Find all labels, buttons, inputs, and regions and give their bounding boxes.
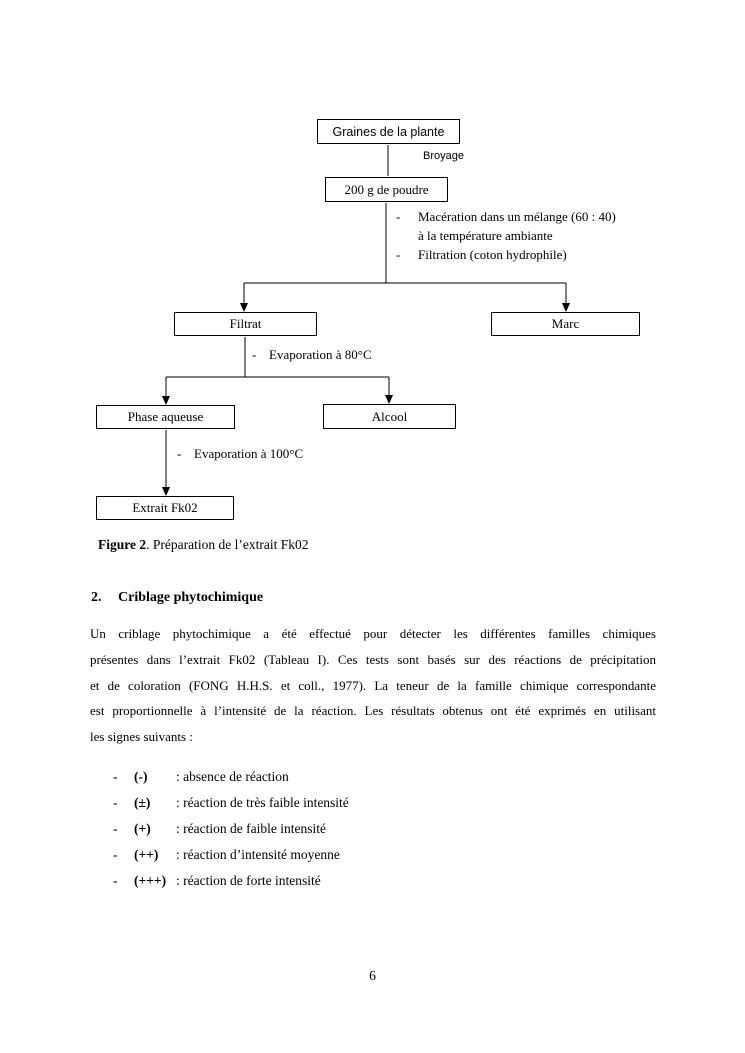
annotation-text: Evaporation à 100°C bbox=[194, 446, 304, 461]
paragraph-line: les signes suivants : bbox=[90, 729, 193, 745]
flowchart-node-marc: Marc bbox=[491, 312, 640, 336]
paragraph-line: présentes dans l’extrait Fk02 (Tableau I… bbox=[90, 651, 656, 667]
figure-caption-label: Figure 2 bbox=[98, 537, 147, 552]
flowchart-node-filtrat: Filtrat bbox=[174, 312, 317, 336]
legend-sign: (++) bbox=[134, 847, 159, 862]
list-item: - (+++) : réaction de forte intensité bbox=[113, 868, 349, 894]
legend-list: - (-) : absence de réaction - (±) : réac… bbox=[113, 764, 349, 894]
legend-description: : réaction de faible intensité bbox=[176, 821, 326, 836]
annotation-text: à la température ambiante bbox=[418, 228, 553, 243]
evaporation-100-label: - Evaporation à 100°C bbox=[177, 446, 303, 462]
evaporation-80-label: - Evaporation à 80°C bbox=[252, 347, 372, 363]
bullet-dash: - bbox=[113, 821, 118, 836]
annotation-text: Macération dans un mélange (60 : 40) bbox=[418, 209, 616, 224]
bullet-dash: - bbox=[252, 347, 257, 362]
legend-sign: (+++) bbox=[134, 873, 167, 888]
legend-sign: (±) bbox=[134, 795, 151, 810]
legend-description: : absence de réaction bbox=[176, 769, 289, 784]
section-title: Criblage phytochimique bbox=[118, 590, 264, 605]
broyage-label: Broyage bbox=[423, 150, 464, 162]
bullet-dash: - bbox=[396, 247, 401, 262]
paragraph-line: Un criblage phytochimique a été effectué… bbox=[90, 626, 656, 641]
bullet-dash: - bbox=[177, 446, 182, 461]
bullet-dash: - bbox=[113, 873, 118, 888]
list-item: - (-) : absence de réaction bbox=[113, 764, 349, 790]
annotation-text: Evaporation à 80°C bbox=[269, 347, 372, 362]
arrow-down-icon bbox=[162, 487, 170, 496]
bullet-dash: - bbox=[396, 209, 401, 224]
bullet-dash-empty bbox=[396, 226, 418, 245]
flowchart-node-extrait: Extrait Fk02 bbox=[96, 496, 234, 520]
legend-description: : réaction de très faible intensité bbox=[176, 795, 349, 810]
legend-sign: (+) bbox=[134, 821, 151, 836]
arrow-down-icon bbox=[562, 303, 570, 312]
bullet-dash: - bbox=[113, 769, 118, 784]
flowchart-node-phase-aqueuse: Phase aqueuse bbox=[96, 405, 235, 429]
list-item: - (++) : réaction d’intensité moyenne bbox=[113, 842, 349, 868]
figure-caption: Figure 2. Préparation de l’extrait Fk02 bbox=[98, 537, 308, 553]
figure-caption-text: . Préparation de l’extrait Fk02 bbox=[146, 537, 309, 552]
arrow-down-icon bbox=[240, 303, 248, 312]
section-heading: 2. Criblage phytochimique bbox=[91, 590, 263, 606]
annotation-line: - Macération dans un mélange (60 : 40) bbox=[396, 207, 666, 226]
list-item: - (+) : réaction de faible intensité bbox=[113, 816, 349, 842]
legend-description: : réaction d’intensité moyenne bbox=[176, 847, 340, 862]
paragraph-line: est proportionnelle à l’intensité de la … bbox=[90, 703, 656, 719]
bullet-dash: - bbox=[113, 847, 118, 862]
maceration-annotation: - Macération dans un mélange (60 : 40) à… bbox=[396, 207, 666, 264]
legend-sign: (-) bbox=[134, 769, 148, 784]
paragraph-line: et de coloration (FONG H.H.S. et coll., … bbox=[90, 677, 656, 693]
arrow-down-icon bbox=[385, 395, 393, 404]
section-number: 2. bbox=[91, 590, 102, 605]
annotation-line: à la température ambiante bbox=[396, 226, 666, 245]
flowchart-node-alcool: Alcool bbox=[323, 404, 456, 429]
legend-description: : réaction de forte intensité bbox=[176, 873, 321, 888]
annotation-line: - Filtration (coton hydrophile) bbox=[396, 245, 666, 264]
arrow-down-icon bbox=[162, 396, 170, 405]
page-number: 6 bbox=[369, 968, 376, 983]
annotation-text: Filtration (coton hydrophile) bbox=[418, 247, 567, 262]
flowchart-node-graines: Graines de la plante bbox=[317, 119, 460, 144]
body-paragraph: Un criblage phytochimique a été effectué… bbox=[90, 621, 656, 750]
bullet-dash: - bbox=[113, 795, 118, 810]
list-item: - (±) : réaction de très faible intensit… bbox=[113, 790, 349, 816]
flowchart-node-poudre: 200 g de poudre bbox=[325, 177, 448, 202]
